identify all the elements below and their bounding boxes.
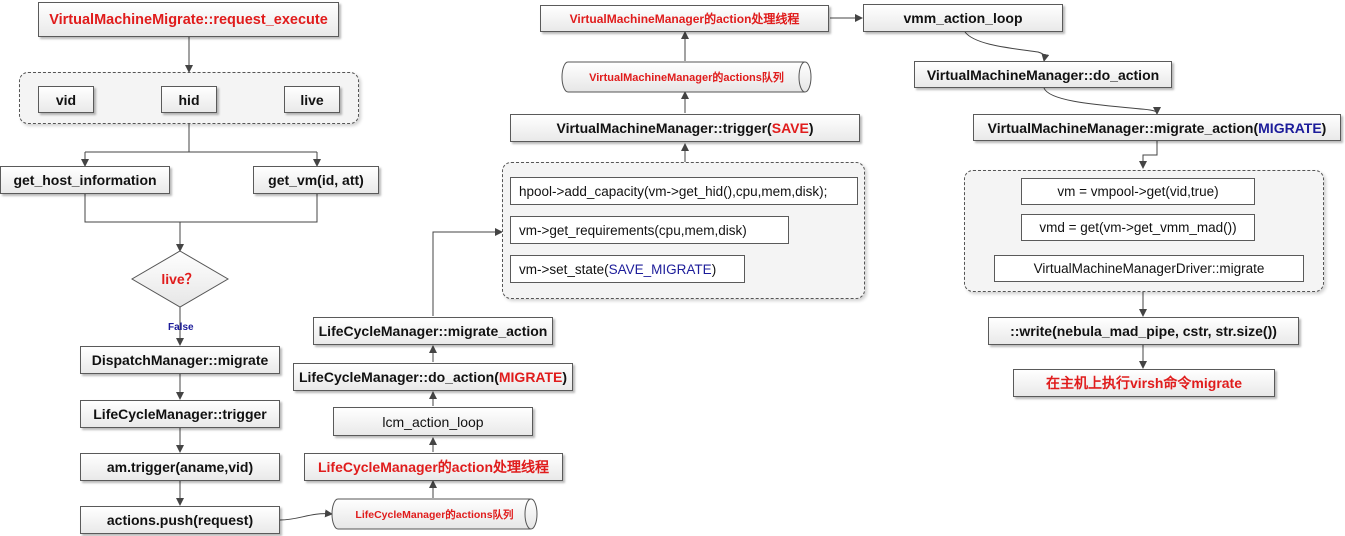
edge-migrateaction-to-ops [1139,141,1158,169]
edge-params-split [84,124,318,166]
dispatch-migrate-label: DispatchManager::migrate [91,352,269,368]
virsh-box: 在主机上执行virsh命令migrate [1013,369,1275,397]
param-hid-label: hid [178,91,200,108]
actions-push-box: actions.push(request) [80,506,280,534]
get-host-information-label: get_host_information [13,172,157,188]
set-state-arg: SAVE_MIGRATE [608,261,712,277]
vmm-action-loop-box: vmm_action_loop [863,4,1063,32]
param-live: live [284,86,340,113]
set-state-prefix: vm->set_state( [519,261,609,277]
vmm-do-action-box: VirtualMachineManager::do_action [914,61,1172,88]
vmm-action-loop-label: vmm_action_loop [903,10,1023,26]
get-requirements-label: vm->get_requirements(cpu,mem,disk) [519,222,747,238]
lcm-do-action-arg: MIGRATE [498,369,563,385]
vmpool-get-label: vm = vmpool->get(vid,true) [1057,184,1219,199]
get-vm-box: get_vm(id, att) [253,166,379,194]
decision-diamond [131,250,229,308]
edge-migrate-to-ops [432,228,503,316]
lcm-action-loop-box: lcm_action_loop [333,407,533,436]
migrate-action-suffix: ) [1321,119,1327,136]
lcm-do-action-box: LifeCycleManager::do_action(MIGRATE) [293,363,573,391]
lcm-queue-label: LifeCycleManager的actions队列 [338,499,531,529]
get-requirements-box: vm->get_requirements(cpu,mem,disk) [510,216,789,244]
migrate-action-arg: MIGRATE [1258,119,1322,136]
lcm-trigger-label: LifeCycleManager::trigger [93,406,267,422]
request-execute-box: VirtualMachineMigrate::request_execute [38,2,339,37]
set-state-suffix: ) [711,261,717,277]
vmpool-get-box: vm = vmpool->get(vid,true) [1021,178,1255,205]
edge-join [84,194,318,223]
vmm-migrate-action-box: VirtualMachineManager::migrate_action(MI… [973,114,1341,141]
vmm-trigger-suffix: ) [808,120,814,136]
lcm-action-loop-label: lcm_action_loop [382,413,484,430]
lcm-queue-cylinder [331,498,538,530]
set-state-box: vm->set_state(SAVE_MIGRATE) [510,255,745,283]
lcm-thread-box: LifeCycleManager的action处理线程 [304,453,563,481]
vmm-queue-text: VirtualMachineManager的actions队列 [589,72,784,84]
vmm-trigger-box: VirtualMachineManager::trigger(SAVE) [510,114,860,142]
lcm-do-action-suffix: ) [562,369,568,385]
add-capacity-box: hpool->add_capacity(vm->get_hid(),cpu,me… [510,177,858,205]
lcm-queue-text: LifeCycleManager的actions队列 [355,508,514,521]
write-box: ::write(nebula_mad_pipe, cstr, str.size(… [988,317,1299,345]
false-text: False [168,322,194,333]
false-label: False [168,322,194,333]
vmm-do-action-label: VirtualMachineManager::do_action [926,66,1160,83]
vmm-trigger-prefix: VirtualMachineManager::trigger( [556,120,772,136]
vmm-queue-label: VirtualMachineManager的actions队列 [568,62,805,92]
decision-label: live？ [140,266,220,292]
vmm-trigger-label: VirtualMachineManager::trigger(SAVE) [557,120,814,136]
lcm-trigger-box: LifeCycleManager::trigger [80,400,280,428]
add-capacity-label: hpool->add_capacity(vm->get_hid(),cpu,me… [519,183,828,199]
migrate-action-prefix: VirtualMachineManager::migrate_action( [987,119,1259,136]
edge-vmmloop-to-doaction [964,31,1050,62]
get-vmm-mad-box: vmd = get(vm->get_vmm_mad()) [1021,214,1255,241]
vmm-trigger-arg: SAVE [771,120,809,136]
edge-doaction-to-migrateaction [1043,87,1161,115]
driver-migrate-label: VirtualMachineManagerDriver::migrate [1033,261,1265,276]
vmm-thread-box: VirtualMachineManager的action处理线程 [540,5,829,32]
get-host-information-box: get_host_information [0,166,170,194]
driver-migrate-box: VirtualMachineManagerDriver::migrate [994,255,1304,282]
param-vid-label: vid [55,91,77,108]
am-trigger-label: am.trigger(aname,vid) [106,459,254,475]
param-live-label: live [300,91,324,108]
am-trigger-box: am.trigger(aname,vid) [80,453,280,481]
param-hid: hid [161,86,217,113]
get-vm-label: get_vm(id, att) [268,172,364,188]
lcm-thread-label: LifeCycleManager的action处理线程 [317,459,550,475]
vmm-thread-label: VirtualMachineManager的action处理线程 [569,12,800,26]
request-execute-label: VirtualMachineMigrate::request_execute [49,11,328,28]
lcm-migrate-action-label: LifeCycleManager::migrate_action [318,323,548,339]
param-vid: vid [38,86,94,113]
lcm-do-action-prefix: LifeCycleManager::do_action( [298,369,499,385]
lcm-do-action-label: LifeCycleManager::do_action(MIGRATE) [299,369,567,385]
set-state-label: vm->set_state(SAVE_MIGRATE) [519,262,716,277]
edge-push-to-queue [279,509,333,521]
virsh-label: 在主机上执行virsh命令migrate [1045,375,1243,391]
write-label: ::write(nebula_mad_pipe, cstr, str.size(… [1010,323,1277,339]
dispatch-migrate-box: DispatchManager::migrate [80,346,280,374]
lcm-migrate-action-box: LifeCycleManager::migrate_action [313,317,553,345]
vmm-migrate-action-label: VirtualMachineManager::migrate_action(MI… [988,120,1327,136]
vmm-queue-cylinder [561,61,812,93]
actions-push-label: actions.push(request) [106,512,254,528]
get-vmm-mad-label: vmd = get(vm->get_vmm_mad()) [1039,220,1237,235]
decision-text: live？ [161,271,199,287]
